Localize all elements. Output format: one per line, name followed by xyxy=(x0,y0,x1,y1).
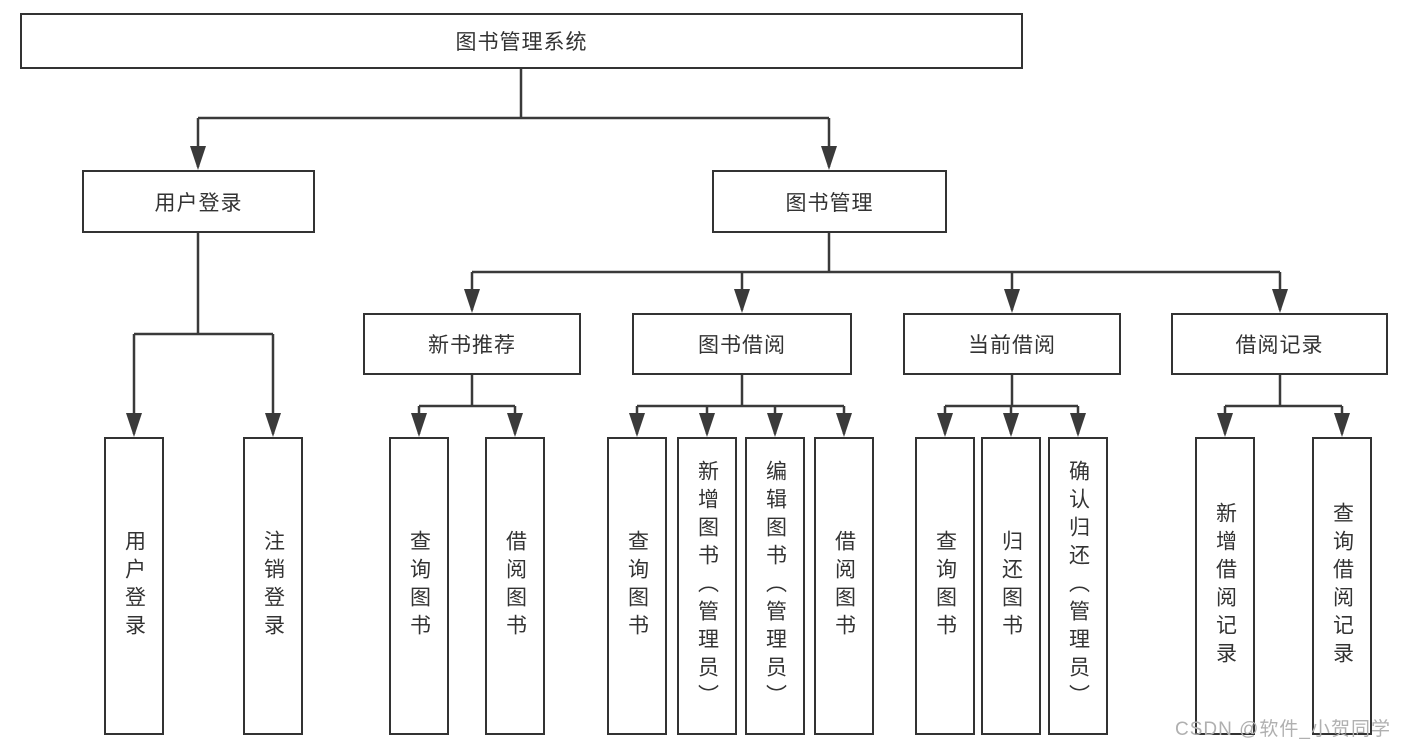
node-query-books-recommend: 查询图书 xyxy=(389,437,449,735)
node-borrow-books-leaf: 借阅图书 xyxy=(814,437,874,735)
node-label: 注销登录 xyxy=(261,530,285,642)
node-book-borrow: 图书借阅 xyxy=(632,313,852,375)
node-confirm-return-admin: 确认归还（管理员） xyxy=(1048,437,1108,735)
node-current-borrow: 当前借阅 xyxy=(903,313,1121,375)
node-borrow-books-recommend: 借阅图书 xyxy=(485,437,545,735)
node-label: 新增借阅记录 xyxy=(1213,502,1237,670)
node-query-books-current: 查询图书 xyxy=(915,437,975,735)
node-logout: 注销登录 xyxy=(243,437,303,735)
node-user-login-leaf: 用户登录 xyxy=(104,437,164,735)
node-user-login-branch: 用户登录 xyxy=(82,170,315,233)
node-add-borrow-record: 新增借阅记录 xyxy=(1195,437,1255,735)
node-label: 用户登录 xyxy=(122,530,146,642)
node-label: 借阅图书 xyxy=(503,530,527,642)
node-label: 查询图书 xyxy=(625,530,649,642)
node-label: 归还图书 xyxy=(999,530,1023,642)
node-return-books: 归还图书 xyxy=(981,437,1041,735)
node-new-book-recommend: 新书推荐 xyxy=(363,313,581,375)
node-library-system: 图书管理系统 xyxy=(20,13,1023,69)
node-label: 查询借阅记录 xyxy=(1330,502,1354,670)
node-label: 新增图书（管理员） xyxy=(695,460,719,712)
node-borrow-records: 借阅记录 xyxy=(1171,313,1388,375)
node-label: 编辑图书（管理员） xyxy=(763,460,787,712)
node-label: 查询图书 xyxy=(933,530,957,642)
node-query-books-borrow: 查询图书 xyxy=(607,437,667,735)
node-label: 确认归还（管理员） xyxy=(1066,460,1090,712)
node-label: 查询图书 xyxy=(407,530,431,642)
node-query-borrow-record: 查询借阅记录 xyxy=(1312,437,1372,735)
node-label: 借阅图书 xyxy=(832,530,856,642)
node-add-book-admin: 新增图书（管理员） xyxy=(677,437,737,735)
csdn-watermark: CSDN @软件_小贺同学 xyxy=(1175,719,1391,740)
node-edit-book-admin: 编辑图书（管理员） xyxy=(745,437,805,735)
node-book-management: 图书管理 xyxy=(712,170,947,233)
